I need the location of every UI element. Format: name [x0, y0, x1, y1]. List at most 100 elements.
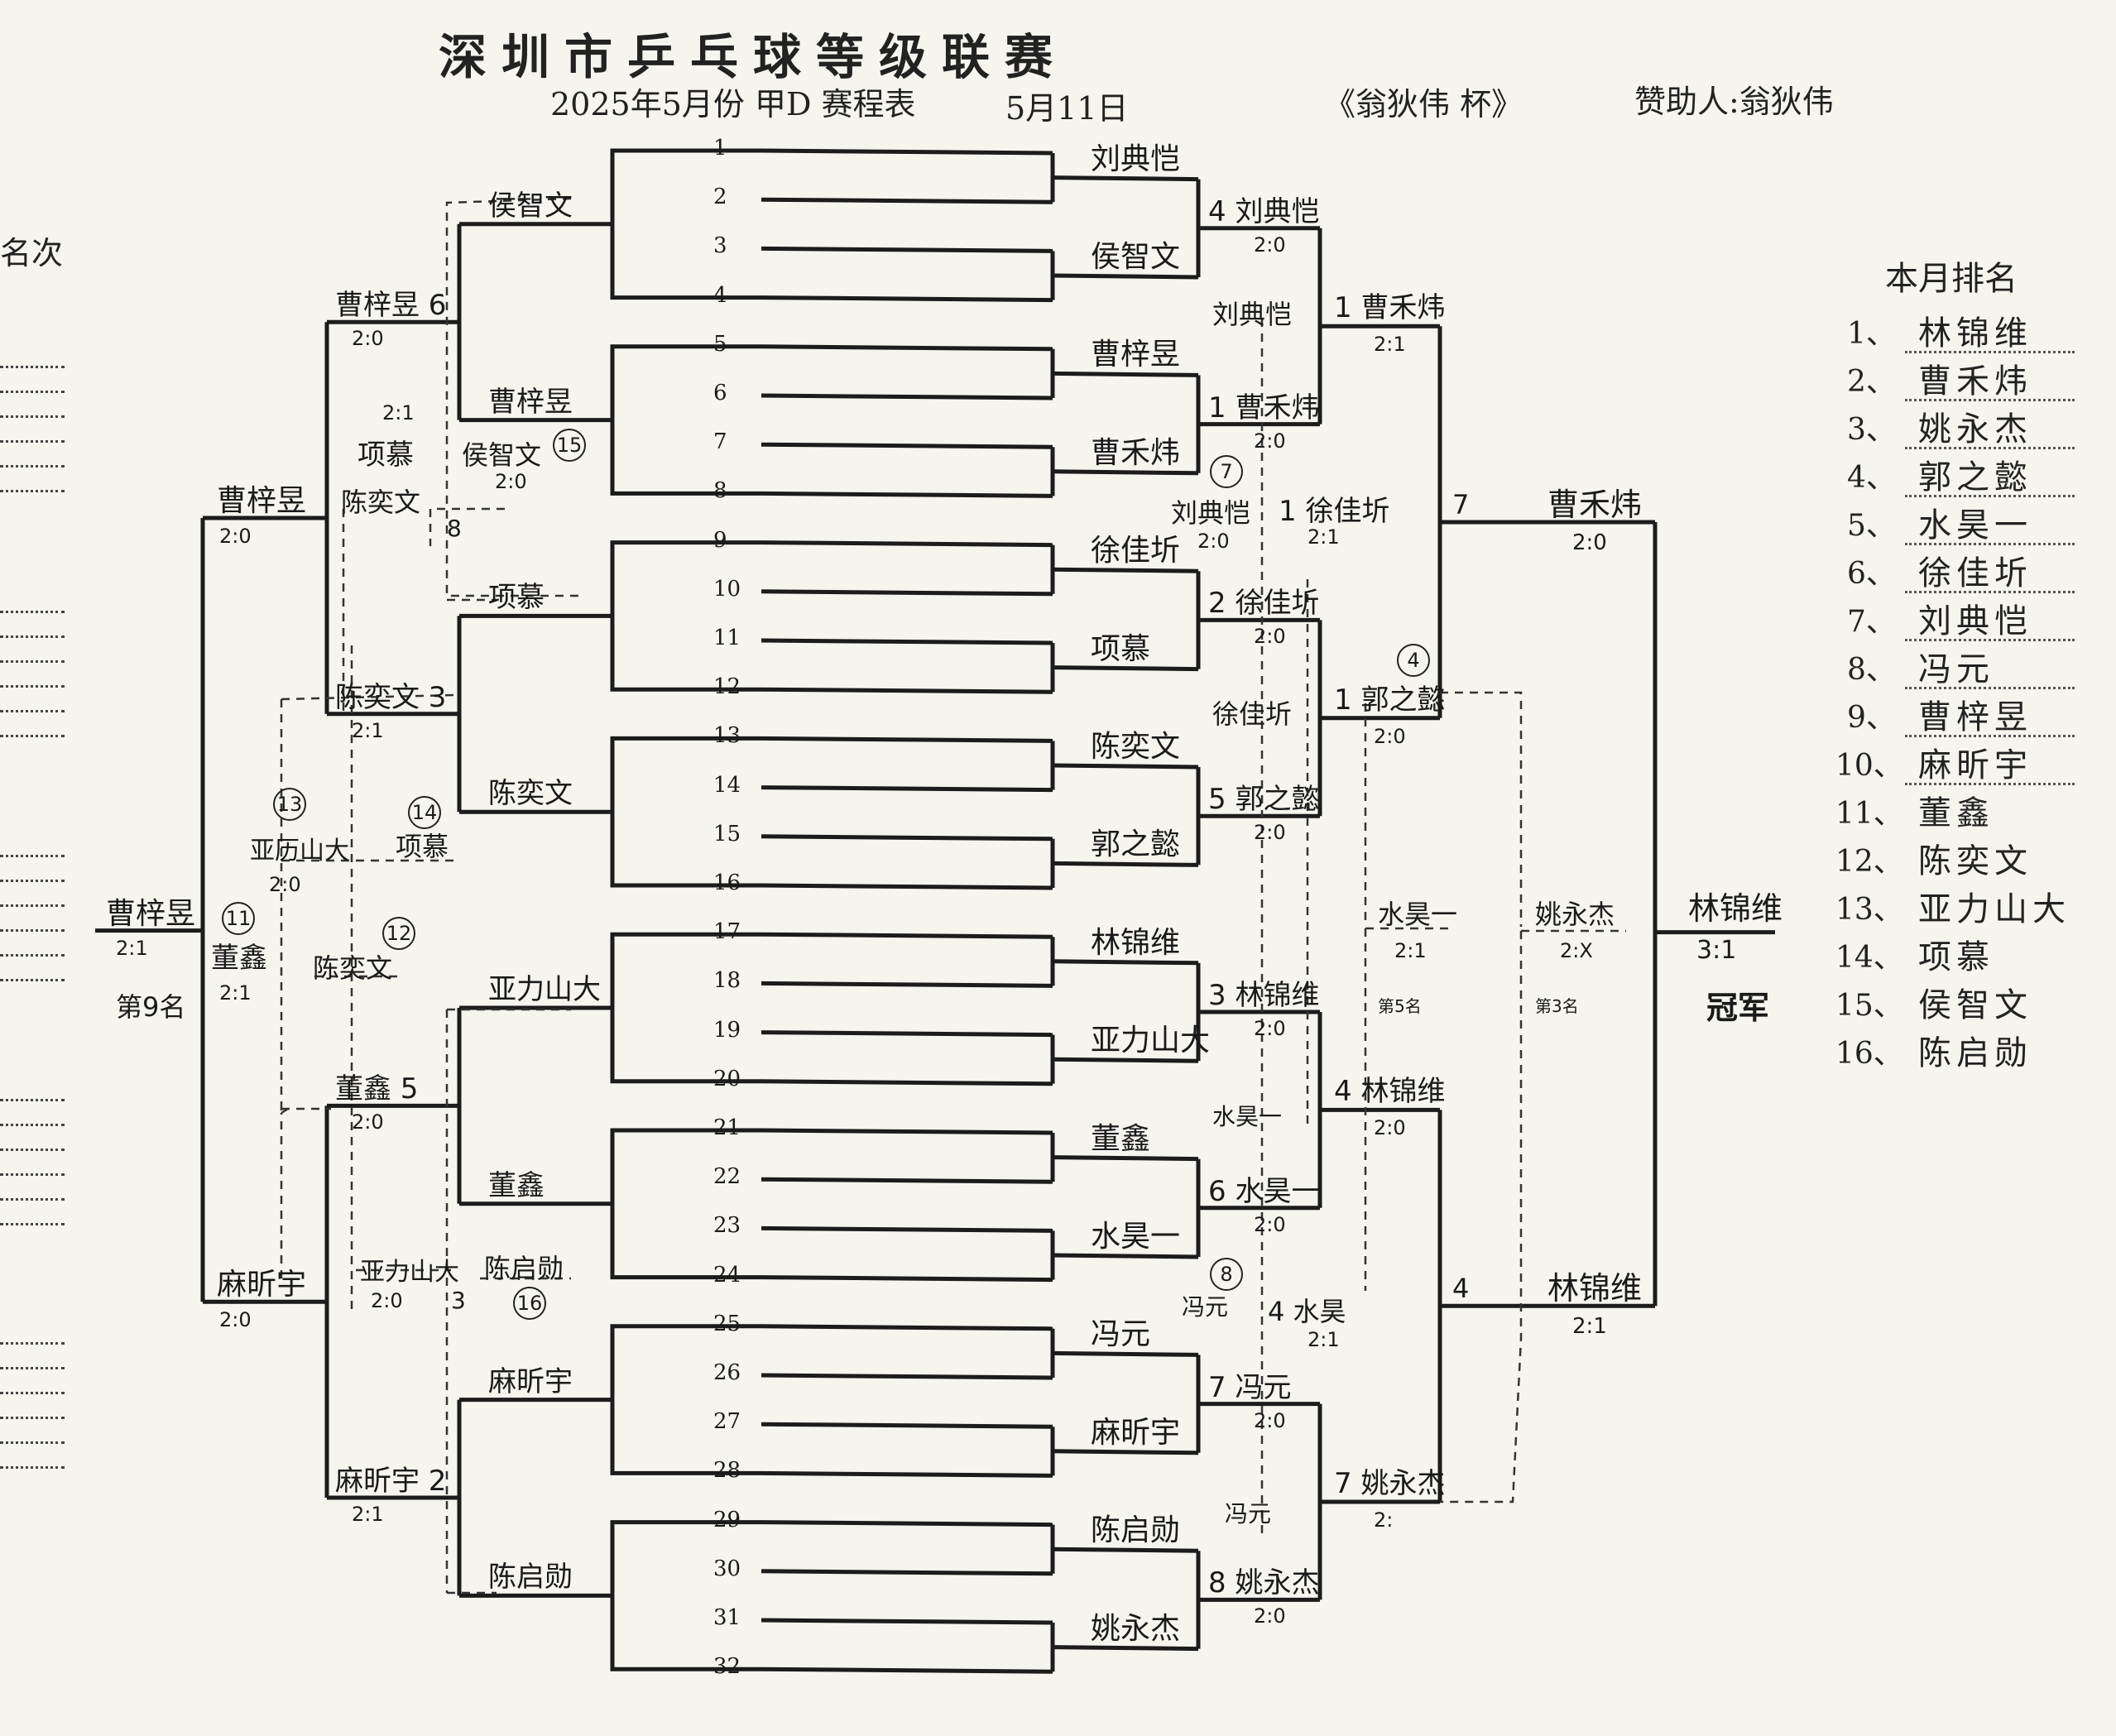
rank-dotted-line	[0, 1367, 65, 1369]
r3-left-winner: 麻昕宇	[217, 1268, 307, 1302]
left-consolation-name: 陈奕文	[341, 487, 421, 518]
seed-number: 4	[713, 282, 727, 308]
ranking-name: 陈启勋	[1918, 1034, 2032, 1072]
ranking-name: 董鑫	[1918, 794, 1994, 832]
r1-right-winner: 麻昕宇	[1091, 1415, 1181, 1450]
match-date: 5月11日	[1005, 90, 1129, 127]
left-consolation-name: 侯智文	[462, 439, 542, 471]
seed-number: 11	[713, 626, 741, 650]
r3-right-winner: 1 郭之懿	[1334, 683, 1446, 717]
seed-number: 14	[713, 772, 741, 798]
ranking-name: 项慕	[1918, 938, 1994, 976]
seed-number: 18	[713, 968, 741, 994]
ranking-name: 陈奕文	[1918, 842, 2032, 880]
ranking-number: 15、	[1835, 989, 1903, 1023]
seed-number: 5	[713, 331, 727, 357]
ranking-name: 刘典恺	[1918, 602, 2032, 640]
rank-dotted-line	[0, 954, 65, 957]
r2-right-winner: 7 冯元	[1208, 1370, 1292, 1404]
ranking-dotted-line	[1905, 543, 2075, 545]
r1-right-winner: 曹梓昱	[1091, 338, 1181, 372]
ranking-number: 14、	[1835, 941, 1903, 975]
r2-right-winner: 2 徐佳圻	[1208, 587, 1320, 621]
left-consolation-order: 8	[447, 515, 462, 542]
champion-score: 3:1	[1696, 935, 1737, 965]
r2-right-winner: 1 曹禾炜	[1208, 391, 1320, 424]
rank-dotted-line	[0, 685, 65, 688]
r2-right-score: 2:0	[1254, 429, 1286, 453]
seed-number: 20	[713, 1066, 741, 1091]
ranking-number: 3、	[1847, 413, 1896, 447]
left-consolation-score: 2:1	[382, 401, 415, 424]
r1-left-winner: 陈启勋	[488, 1561, 573, 1595]
seed-number: 32	[713, 1654, 741, 1680]
seed-number: 28	[713, 1458, 741, 1484]
cup-name: 《翁狄伟 杯》	[1324, 86, 1523, 122]
ranking-dotted-line	[1905, 783, 2075, 785]
r2-left-score: 2:0	[352, 327, 384, 351]
ninth-loser: 董鑫	[211, 941, 267, 975]
r2-right-score: 2:0	[1254, 625, 1286, 649]
rank-dotted-line	[0, 1441, 65, 1444]
r2-right-winner: 8 姚永杰	[1208, 1566, 1320, 1600]
ranking-name: 郭之懿	[1918, 458, 2032, 496]
ninth-label: 第9名	[116, 990, 186, 1023]
rank-dotted-line	[0, 1342, 65, 1345]
left-consolation-circle: 16	[513, 1287, 546, 1320]
r2-left-winner: 麻昕宇 2	[335, 1465, 447, 1498]
ranking-number: 10、	[1835, 749, 1903, 783]
r1-left-winner: 麻昕宇	[488, 1364, 573, 1398]
r1-right-winner: 姚永杰	[1091, 1611, 1181, 1646]
seed-number: 1	[713, 136, 727, 161]
r1-right-winner: 郭之懿	[1091, 827, 1181, 862]
ranking-dotted-line	[1905, 639, 2075, 641]
left-consolation-score: 2:0	[269, 873, 301, 896]
right-consolation-name: 4 水昊	[1268, 1296, 1346, 1327]
left-consolation-circle: 13	[273, 788, 306, 821]
r2-right-winner: 5 郭之懿	[1208, 783, 1320, 817]
r4-right-order: 4	[1452, 1273, 1470, 1305]
r1-right-winner: 林锦维	[1091, 925, 1181, 960]
r2-right-score: 2:0	[1254, 1604, 1286, 1628]
ranking-name: 曹梓昱	[1918, 698, 2032, 736]
ranking-name: 水昊一	[1918, 506, 2032, 544]
ranking-number: 4、	[1847, 461, 1896, 495]
ranking-number: 5、	[1847, 509, 1896, 543]
seed-number: 25	[713, 1311, 741, 1336]
rank-dotted-line	[0, 1392, 65, 1394]
rank-dotted-line	[0, 1173, 65, 1176]
ranking-number: 12、	[1835, 845, 1903, 879]
ranking-name: 麻昕宇	[1918, 746, 2032, 784]
rank-dotted-line	[0, 415, 65, 418]
ranking-number: 7、	[1847, 605, 1896, 639]
seed-number: 16	[713, 870, 741, 895]
r4-right-winner: 林锦维	[1547, 1270, 1643, 1307]
third-place-score: 2:X	[1560, 939, 1593, 962]
rank-dotted-line	[0, 635, 65, 638]
rank-dotted-line	[0, 979, 65, 981]
ninth-winner: 曹梓昱	[106, 896, 196, 931]
left-consolation-name: 项慕	[396, 831, 449, 862]
seed-number: 10	[713, 576, 741, 602]
rank-dotted-line	[0, 735, 65, 737]
third-place-name: 姚永杰	[1535, 899, 1615, 930]
right-consolation-circle: 8	[1210, 1258, 1243, 1291]
left-consolation-name: 亚力山大	[360, 1258, 459, 1287]
r3-left-score: 2:0	[219, 1308, 252, 1332]
ranking-number: 1、	[1847, 317, 1896, 351]
r1-right-winner: 亚力山大	[1091, 1024, 1211, 1058]
r2-right-winner: 6 水昊一	[1208, 1174, 1320, 1208]
ranking-dotted-line	[1905, 351, 2075, 353]
ranking-name: 徐佳圻	[1918, 554, 2032, 592]
ranking-number: 16、	[1835, 1037, 1903, 1071]
ranking-name: 林锦维	[1918, 314, 2032, 352]
right-consolation-name: 冯元	[1182, 1293, 1229, 1321]
seed-number: 3	[713, 233, 727, 259]
right-consolation-name: 刘典恺	[1212, 299, 1293, 330]
seed-number: 6	[713, 381, 727, 405]
fifth-place-name: 水昊一	[1378, 899, 1458, 930]
page-title: 深圳市乒乓球等级联赛	[439, 29, 1068, 85]
r1-left-winner: 陈奕文	[488, 777, 573, 811]
